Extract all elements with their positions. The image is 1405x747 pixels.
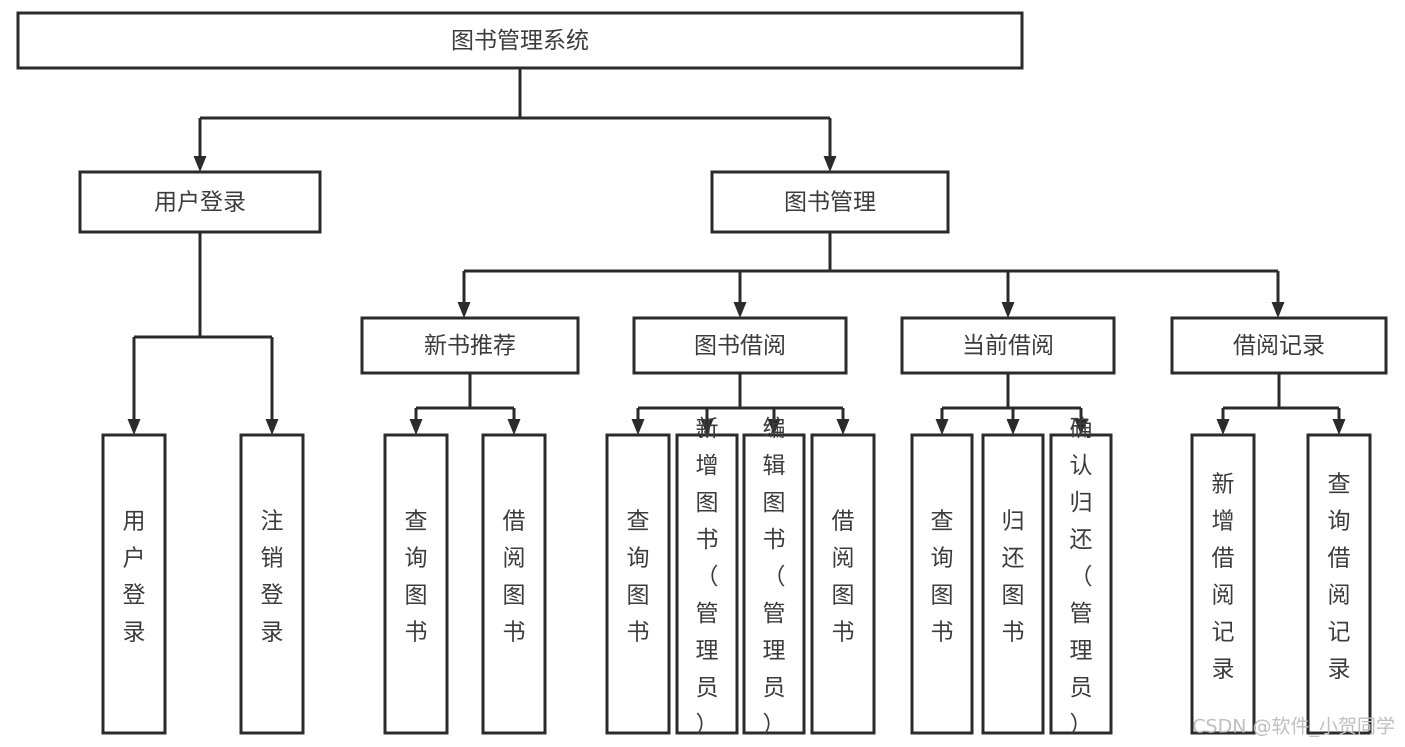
leaf-node-9-label: 归还图书 — [1002, 509, 1025, 646]
leaf-node-12-label: 查询借阅记录 — [1328, 472, 1351, 683]
bus-to-record-head — [1271, 302, 1285, 318]
leaf-node-11-label: 新增借阅记录 — [1212, 472, 1235, 683]
leaf-node-8-box[interactable] — [910, 433, 974, 735]
leaf-node-7[interactable]: 借阅图书 — [810, 433, 876, 735]
leaf-node-2[interactable]: 查询图书 — [383, 433, 449, 735]
node-layer: 图书管理系统用户登录图书管理新书推荐图书借阅当前借阅借阅记录用户登录注销登录查询… — [16, 11, 1388, 738]
level2-node-2-label: 当前借阅 — [962, 333, 1054, 359]
leaf-node-6[interactable]: 编辑图书（管理员） — [742, 416, 806, 738]
new-book-leaf-1-head — [409, 419, 423, 435]
leaf-node-0-box[interactable] — [101, 433, 167, 735]
leaf-node-5-label: 新增图书（管理员） — [696, 416, 719, 738]
level2-node-1[interactable]: 图书借阅 — [632, 316, 848, 375]
leaf-node-0[interactable]: 用户登录 — [101, 433, 167, 735]
level1-node-0-label: 用户登录 — [154, 190, 246, 216]
leaf-node-12-box[interactable] — [1306, 433, 1372, 735]
leaf-node-9-box[interactable] — [981, 433, 1045, 735]
leaf-node-0-label: 用户登录 — [123, 509, 146, 646]
borrow-leaf-2-head — [700, 419, 714, 435]
bus-to-borrow-head — [733, 302, 747, 318]
level2-node-0[interactable]: 新书推荐 — [360, 316, 580, 375]
level2-node-3-label: 借阅记录 — [1233, 333, 1325, 359]
borrow-leaf-3-head — [767, 419, 781, 435]
leaf-node-9[interactable]: 归还图书 — [981, 433, 1045, 735]
bus-to-current-head — [1001, 302, 1015, 318]
level2-node-0-label: 新书推荐 — [424, 333, 516, 359]
user-login-leaf-1-head — [127, 419, 141, 435]
leaf-node-3[interactable]: 借阅图书 — [481, 433, 547, 735]
level2-node-2[interactable]: 当前借阅 — [900, 316, 1116, 375]
record-leaf-1-head — [1216, 419, 1230, 435]
level2-node-3-box[interactable] — [1170, 316, 1388, 375]
leaf-node-11-box[interactable] — [1190, 433, 1256, 735]
leaf-node-3-label: 借阅图书 — [503, 509, 526, 646]
level1-node-1-label: 图书管理 — [784, 190, 876, 216]
borrow-leaf-1-head — [631, 419, 645, 435]
leaf-node-7-label: 借阅图书 — [832, 509, 855, 646]
current-leaf-3-head — [1074, 419, 1088, 435]
current-leaf-1-head — [935, 419, 949, 435]
level2-node-2-box[interactable] — [900, 316, 1116, 375]
leaf-node-2-box[interactable] — [383, 433, 449, 735]
level1-node-1[interactable]: 图书管理 — [710, 170, 950, 234]
user-login-leaf-2-head — [265, 419, 279, 435]
leaf-node-4[interactable]: 查询图书 — [605, 433, 671, 735]
leaf-node-6-label: 编辑图书（管理员） — [763, 416, 786, 738]
connector-layer — [127, 68, 1346, 435]
root-node-0-box[interactable] — [16, 11, 1024, 70]
leaf-node-4-box[interactable] — [605, 433, 671, 735]
leaf-node-1-label: 注销登录 — [261, 509, 284, 646]
level1-node-0-box[interactable] — [78, 170, 322, 234]
current-leaf-2-head — [1006, 419, 1020, 435]
leaf-node-3-box[interactable] — [481, 433, 547, 735]
leaf-node-6-box[interactable] — [742, 433, 806, 735]
leaf-node-8[interactable]: 查询图书 — [910, 433, 974, 735]
leaf-node-10-label: 确认归还（管理员） — [1070, 416, 1093, 738]
level2-node-0-box[interactable] — [360, 316, 580, 375]
bus-to-user-login-head — [193, 156, 207, 172]
bus-to-book-manage-head — [823, 156, 837, 172]
level2-node-1-box[interactable] — [632, 316, 848, 375]
leaf-node-8-label: 查询图书 — [931, 509, 954, 646]
new-book-leaf-2-head — [507, 419, 521, 435]
record-leaf-2-head — [1332, 419, 1346, 435]
leaf-node-7-box[interactable] — [810, 433, 876, 735]
leaf-node-1[interactable]: 注销登录 — [239, 433, 305, 735]
leaf-node-2-label: 查询图书 — [405, 509, 428, 646]
csdn-watermark: CSDN @软件_小贺同学 — [1192, 716, 1395, 738]
leaf-node-11[interactable]: 新增借阅记录 — [1190, 433, 1256, 735]
leaf-node-5-box[interactable] — [675, 433, 739, 735]
level1-node-0[interactable]: 用户登录 — [78, 170, 322, 234]
borrow-leaf-4-head — [836, 419, 850, 435]
leaf-node-4-label: 查询图书 — [627, 509, 650, 646]
root-node-0-label: 图书管理系统 — [451, 28, 589, 54]
leaf-node-1-box[interactable] — [239, 433, 305, 735]
level2-node-1-label: 图书借阅 — [694, 333, 786, 359]
level1-node-1-box[interactable] — [710, 170, 950, 234]
root-node-0[interactable]: 图书管理系统 — [16, 11, 1024, 70]
bus-to-new-book-head — [457, 302, 471, 318]
leaf-node-10-box[interactable] — [1049, 433, 1113, 735]
level2-node-3[interactable]: 借阅记录 — [1170, 316, 1388, 375]
leaf-node-10[interactable]: 确认归还（管理员） — [1049, 416, 1113, 738]
leaf-node-12[interactable]: 查询借阅记录 — [1306, 433, 1372, 735]
leaf-node-5[interactable]: 新增图书（管理员） — [675, 416, 739, 738]
